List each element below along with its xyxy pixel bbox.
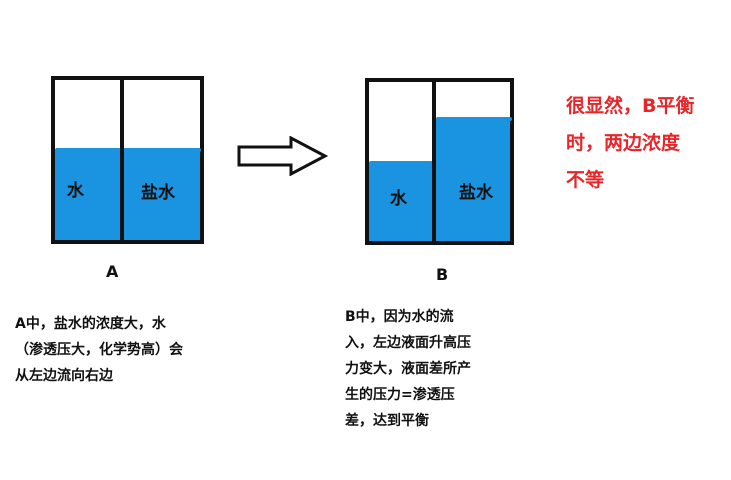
- tank-a-right-label: 盐水: [141, 183, 175, 203]
- tank-a-water-surface: [55, 148, 201, 152]
- caption-a: A: [106, 262, 119, 281]
- tank-b-divider: [432, 82, 436, 241]
- note-line: 时，两边浓度: [566, 132, 681, 154]
- tank-a-right-water: [124, 150, 200, 240]
- tank-b-right-water: [436, 119, 510, 241]
- tank-b-right-surface: [436, 117, 512, 121]
- text-line: 入，左边液面升高压: [345, 335, 471, 351]
- text-line: A中，盐水的浓度大，水: [15, 316, 166, 332]
- text-line: 力变大，液面差所产: [345, 361, 471, 377]
- text-line: （渗透压大，化学势高）会: [15, 342, 183, 358]
- explanation-b: B中，因为水的流 入，左边液面升高压 力变大，液面差所产 生的压力=渗透压 差，…: [345, 304, 471, 434]
- tank-b-left-label: 水: [390, 189, 407, 209]
- note-line: 不等: [566, 169, 605, 191]
- tank-a-left-water: [55, 150, 120, 240]
- conclusion-note: 很显然，B平衡 时，两边浓度 不等: [566, 88, 694, 199]
- caption-b: B: [436, 265, 449, 284]
- note-line: 很显然，B平衡: [566, 95, 695, 117]
- right-arrow-outline-icon: [237, 136, 328, 176]
- tank-b-left-water: [369, 163, 432, 241]
- text-line: 差，达到平衡: [345, 413, 429, 429]
- text-line: 生的压力=渗透压: [345, 387, 455, 403]
- tank-a-left-label: 水: [67, 181, 84, 201]
- text-line: 从左边流向右边: [15, 368, 113, 384]
- tank-b-left-surface: [369, 161, 433, 165]
- explanation-a: A中，盐水的浓度大，水 （渗透压大，化学势高）会 从左边流向右边: [15, 311, 183, 389]
- text-line: B中，因为水的流: [345, 309, 454, 325]
- tank-a-divider: [120, 80, 124, 240]
- tank-b-right-label: 盐水: [459, 183, 493, 203]
